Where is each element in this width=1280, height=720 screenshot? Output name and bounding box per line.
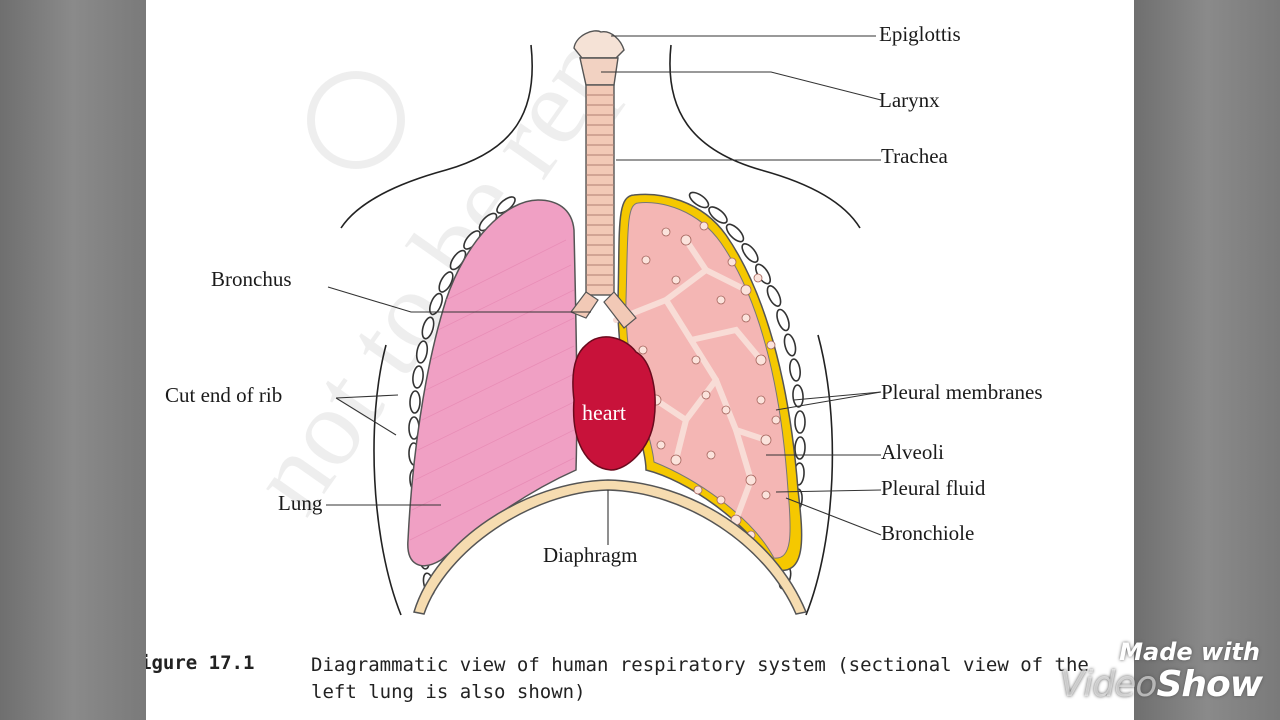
trachea-tube	[585, 84, 615, 296]
label-cut-end-of-rib: Cut end of rib	[165, 383, 283, 407]
label-diaphragm: Diaphragm	[543, 543, 638, 567]
watermark-brand-show: Show	[1156, 664, 1263, 705]
heart-shape	[572, 336, 656, 471]
figure-number: igure 17.1	[146, 652, 255, 674]
epiglottis-shape	[573, 30, 625, 59]
label-pleural-membranes: Pleural membranes	[881, 380, 1043, 404]
label-heart: heart	[582, 400, 626, 425]
label-epiglottis: Epiglottis	[879, 22, 961, 46]
label-bronchus: Bronchus	[211, 267, 292, 291]
alveoli-clusters	[638, 221, 781, 540]
trachea-rings	[586, 94, 614, 286]
respiratory-system-diagram: not to be rep	[226, 11, 882, 616]
lung-right-hatching	[409, 239, 575, 541]
chest-wall-right	[805, 334, 834, 616]
textbook-page: not to be rep	[146, 0, 1134, 720]
label-pleural-fluid: Pleural fluid	[881, 476, 986, 500]
label-lung: Lung	[278, 491, 323, 515]
right-background-band	[1134, 0, 1280, 720]
bronchus-right	[603, 291, 637, 329]
body-outline-right	[669, 44, 861, 229]
chest-wall-left	[373, 344, 402, 616]
leader-lines	[326, 35, 882, 545]
body-outline-left	[340, 44, 533, 229]
watermark-made-with: Made with	[1119, 638, 1260, 666]
diaphragm-shape	[413, 479, 808, 615]
left-background-band	[0, 0, 146, 720]
label-bronchiole: Bronchiole	[881, 521, 975, 545]
label-larynx: Larynx	[879, 88, 940, 112]
figure-caption-text: Diagrammatic view of human respiratory s…	[311, 654, 1089, 703]
label-alveoli: Alveoli	[881, 440, 944, 464]
label-trachea: Trachea	[881, 144, 948, 168]
watermark-brand-video: Video	[1059, 664, 1158, 705]
watermark-brand: VideoShow	[1059, 664, 1263, 705]
videoshow-watermark: Made with VideoShow	[1000, 638, 1270, 708]
